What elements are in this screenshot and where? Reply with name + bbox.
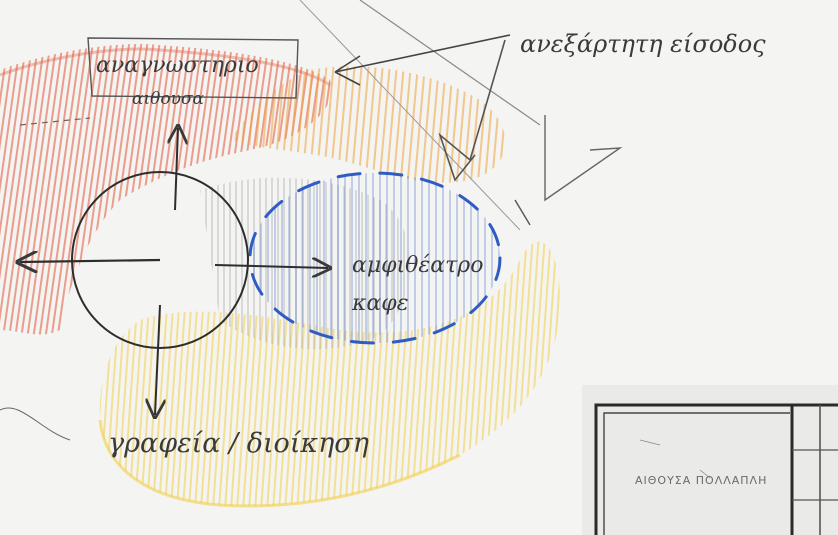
plan-room-label: ΑΙΘΟΥΣΑ ΠΟΛΛΑΠΛΗ — [635, 474, 767, 487]
reading-room-label: αναγνωστηριο — [96, 53, 259, 78]
plan-fragment: ΑΙΘΟΥΣΑ ΠΟΛΛΑΠΛΗ — [582, 385, 838, 535]
amphitheatre-label: αμφιθέατρο — [352, 253, 483, 278]
cafe-label: καφε — [351, 291, 409, 316]
offices-admin-label: γραφεία / διοίκηση — [108, 428, 369, 459]
plan-shadow — [582, 385, 838, 535]
hall-label: αιθουσα — [132, 89, 205, 109]
independent-entrance-label: ανεξάρτητη είσοδος — [520, 30, 766, 58]
